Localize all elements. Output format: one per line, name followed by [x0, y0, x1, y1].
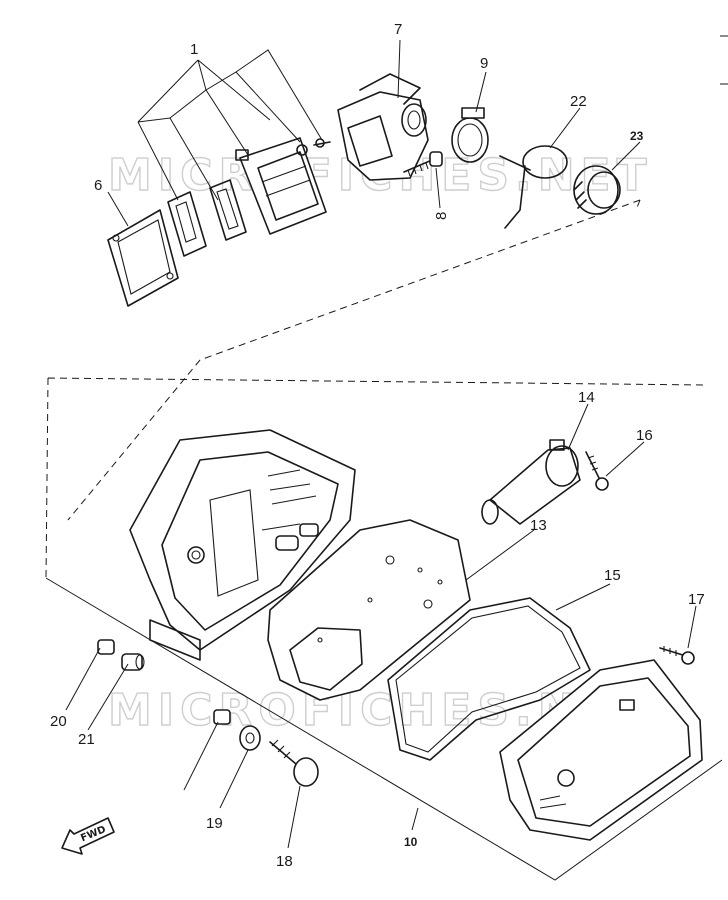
- element-part-13: [267, 519, 471, 701]
- callout-9: 9: [480, 55, 488, 72]
- callout-13-leader: [465, 529, 535, 581]
- callout-10-leader: [411, 807, 419, 831]
- case-cover: [499, 659, 703, 841]
- callout-10: 10: [404, 835, 418, 849]
- washer-part-19: [239, 725, 261, 751]
- air-cleaner-outline: [45, 377, 706, 579]
- callout-8: 8: [433, 212, 450, 220]
- callout-8-leader: [435, 167, 441, 209]
- callout-23-leader: [611, 141, 641, 171]
- callout-6-leader: [107, 191, 129, 227]
- callout-18-leader: [287, 785, 301, 849]
- callout-7: 7: [394, 21, 402, 38]
- callout-14: 14: [578, 389, 595, 406]
- air-cleaner-case: [129, 429, 356, 661]
- callout-22: 22: [570, 93, 587, 110]
- seal-part-15: [387, 597, 591, 761]
- callout-17: 17: [688, 591, 705, 608]
- callout-21: 21: [78, 731, 95, 748]
- cap-part-23: [573, 165, 621, 215]
- callout-13: 13: [530, 517, 547, 534]
- callout-18: 18: [276, 853, 293, 870]
- intake-joint-part-7: [337, 73, 429, 181]
- clamp-part-9: [451, 107, 489, 163]
- upper-assembly-outline-2: [635, 199, 641, 211]
- callout-16-leader: [605, 441, 645, 477]
- callout-15: 15: [604, 567, 621, 584]
- callout-20: 20: [50, 713, 67, 730]
- callout-collar-leader: [183, 721, 219, 791]
- callout-22-leader: [549, 107, 581, 149]
- bolt-part-8: [403, 151, 443, 177]
- callout-16: 16: [636, 427, 653, 444]
- callout-21-leader: [87, 663, 129, 731]
- callout-7-leader: [397, 39, 401, 99]
- callout-6: 6: [94, 177, 102, 194]
- callout-15-leader: [555, 583, 611, 611]
- reed-petals: [167, 179, 247, 257]
- screw-part-16: [585, 451, 609, 491]
- bolt-part-18: [269, 739, 319, 787]
- callout-20-leader: [65, 647, 101, 711]
- reed-valve-part-1: [235, 137, 331, 235]
- callout-19-leader: [219, 749, 249, 809]
- callout-1-leader: [137, 49, 323, 201]
- collar-part-20: [97, 639, 115, 655]
- spring-part-22: [499, 145, 568, 229]
- callout-23: 23: [630, 129, 644, 143]
- callout-14-leader: [567, 403, 589, 451]
- gasket-part-6: [107, 209, 179, 307]
- forward-arrow-icon: FWD: [61, 817, 115, 855]
- air-cleaner-frame: [45, 577, 723, 881]
- screw-part-17: [659, 646, 695, 665]
- callout-17-leader: [687, 605, 697, 649]
- callout-19: 19: [206, 815, 223, 832]
- upper-assembly-outline: [67, 199, 641, 521]
- callout-1: 1: [190, 41, 198, 58]
- duct-part-14: [481, 439, 581, 525]
- callout-9-leader: [475, 71, 487, 113]
- collar-small: [213, 709, 231, 725]
